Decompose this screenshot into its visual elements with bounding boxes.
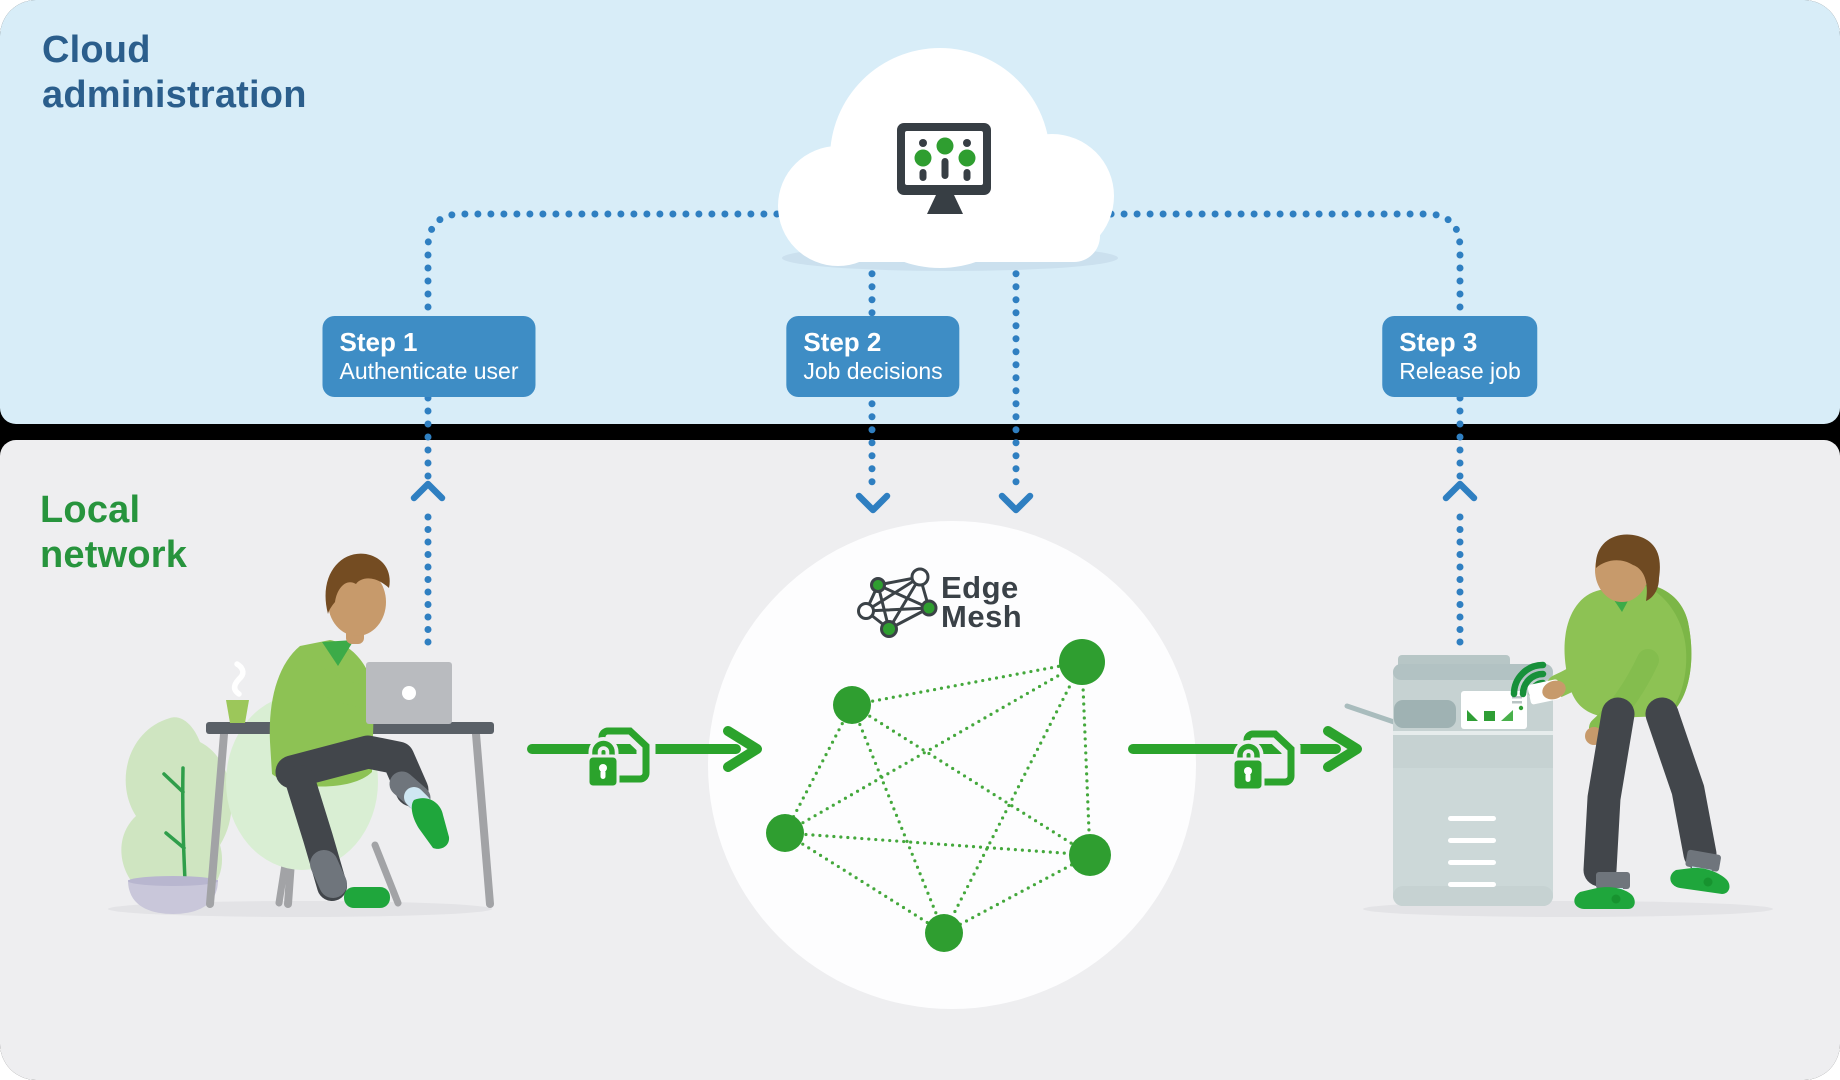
edge-mesh-logo-line1: Edge [941, 570, 1019, 605]
step-1-badge: Step 1 Authenticate user [322, 316, 536, 397]
step-1-label: Step 1 [339, 327, 418, 357]
step-3-badge: Step 3 Release job [1382, 316, 1538, 397]
step-2-label: Step 2 [803, 327, 882, 357]
step-3-label: Step 3 [1399, 327, 1478, 357]
edge-mesh-logo-text: Edge Mesh [941, 570, 1023, 634]
local-network-section [0, 440, 1840, 1080]
local-network-title: Local network [40, 489, 188, 576]
step-1-description: Authenticate user [339, 358, 519, 384]
cloud-administration-title: Cloud administration [42, 29, 307, 116]
step-2-badge: Step 2 Job decisions [786, 316, 960, 397]
step-2-description: Job decisions [803, 358, 943, 384]
edge-mesh-logo-line2: Mesh [941, 599, 1023, 634]
step-3-description: Release job [1399, 358, 1521, 384]
